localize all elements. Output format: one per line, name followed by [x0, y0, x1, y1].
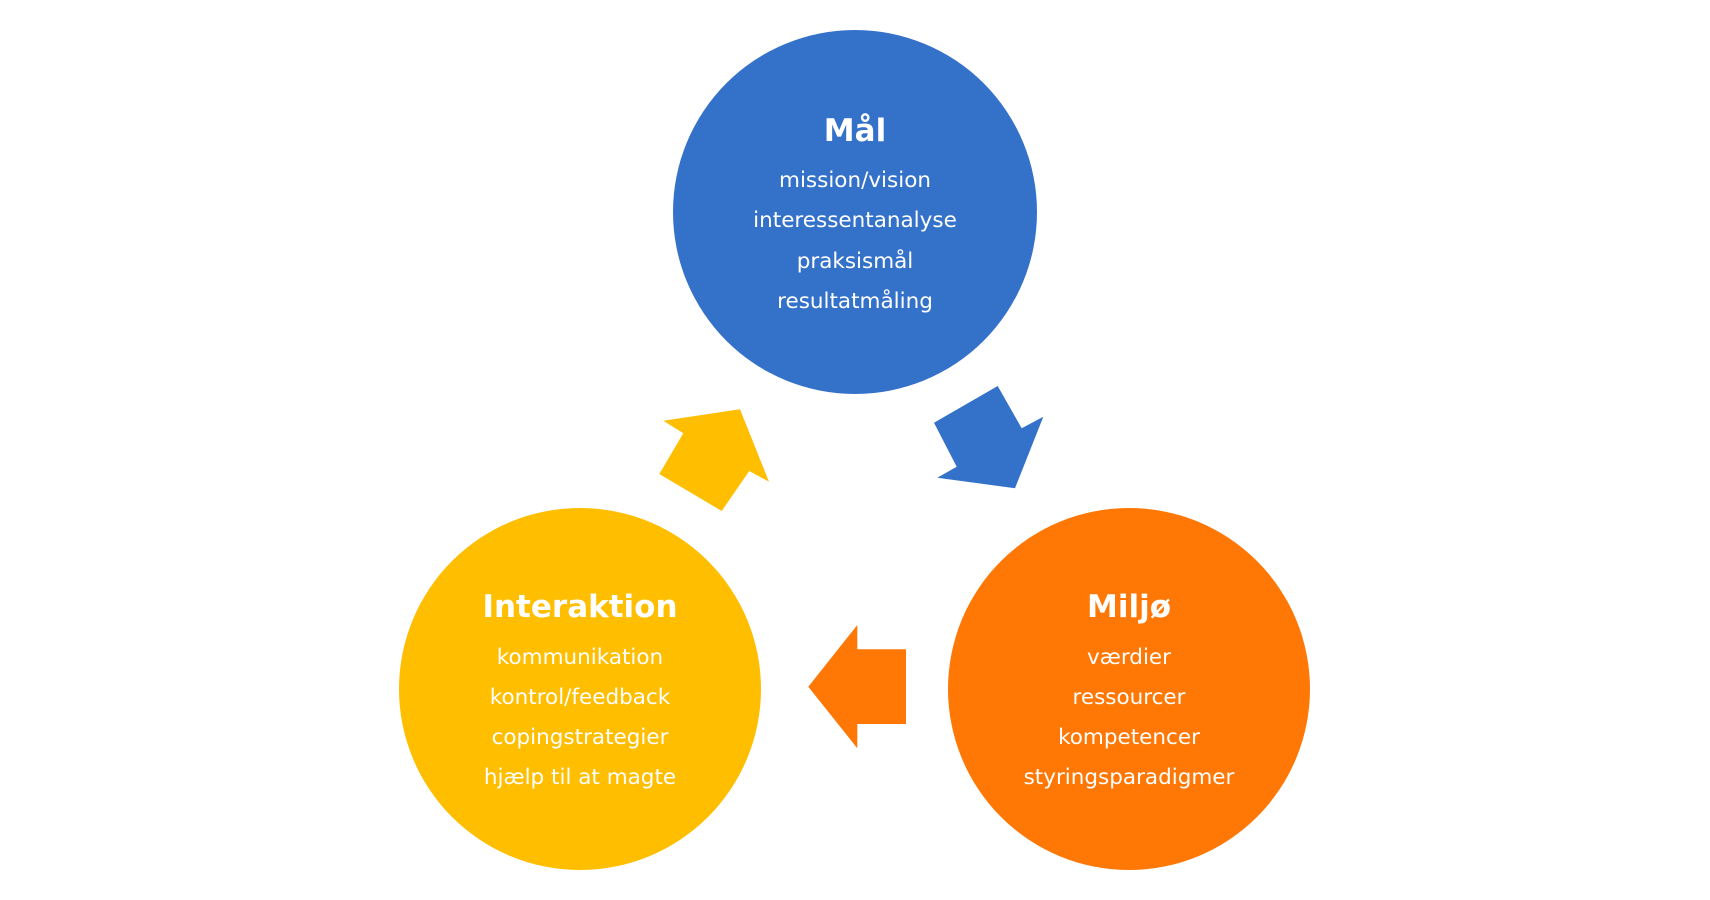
node-item: hjælp til at magte: [484, 765, 676, 790]
node-interaktion: Interaktion kommunikation kontrol/feedba…: [399, 508, 761, 870]
node-maal: Mål mission/vision interessentanalyse pr…: [673, 30, 1037, 394]
node-item: kompetencer: [1058, 725, 1200, 750]
arrow-up-right-icon: [659, 409, 769, 511]
node-item: copingstrategier: [492, 725, 669, 750]
node-item: kommunikation: [497, 645, 663, 670]
arrow-left-icon: [808, 625, 906, 749]
circle-interaktion: [399, 508, 761, 870]
node-item: mission/vision: [779, 168, 931, 193]
node-title: Miljø: [1087, 589, 1171, 625]
node-miljoe: Miljø værdier ressourcer kompetencer sty…: [948, 508, 1310, 870]
circle-maal: [673, 30, 1037, 394]
circle-miljoe: [948, 508, 1310, 870]
arrow-down-right-icon: [934, 386, 1044, 489]
node-title: Mål: [824, 113, 886, 149]
node-item: kontrol/feedback: [490, 685, 671, 710]
node-item: interessentanalyse: [753, 208, 957, 233]
node-item: ressourcer: [1072, 685, 1185, 710]
node-item: værdier: [1087, 645, 1171, 670]
node-title: Interaktion: [482, 589, 677, 625]
node-item: praksismål: [797, 248, 914, 274]
node-item: styringsparadigmer: [1024, 765, 1235, 790]
node-item: resultatmåling: [777, 288, 933, 314]
